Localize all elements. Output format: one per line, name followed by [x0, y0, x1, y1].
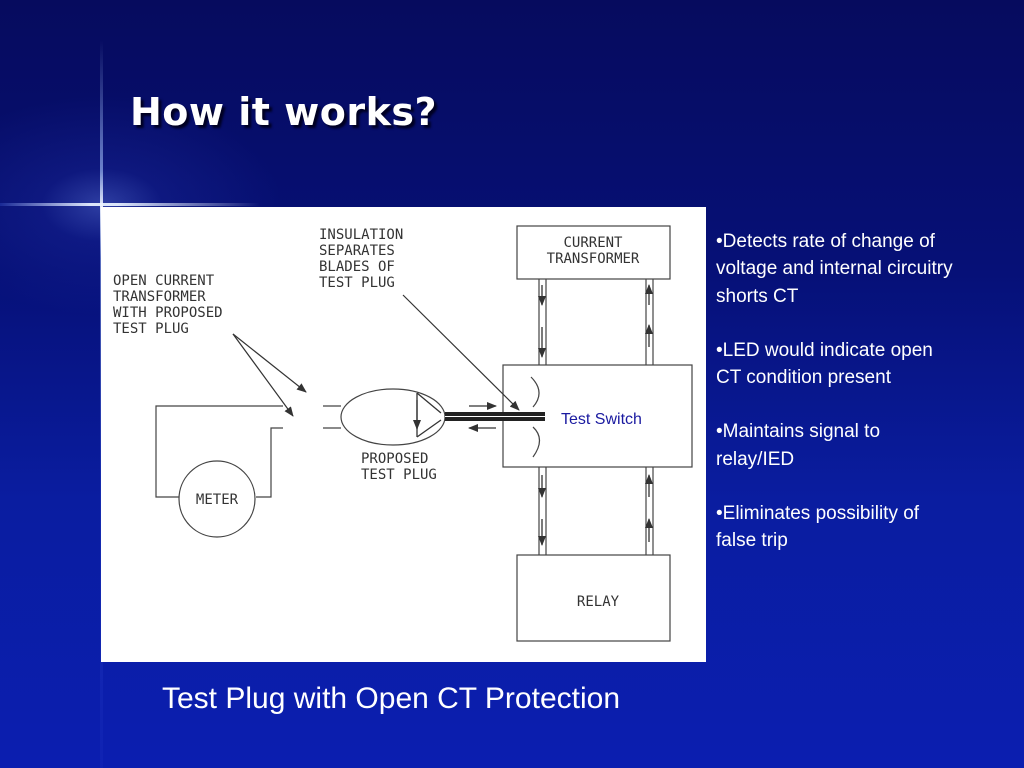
proposed-test-plug-label: PROPOSED TEST PLUG: [361, 451, 437, 483]
svg-text:INSULATION: INSULATION: [319, 227, 403, 243]
svg-text:TEST PLUG: TEST PLUG: [361, 467, 437, 483]
slide-title: How it works?: [130, 90, 438, 134]
bullet-list: •Detects rate of change of voltage and i…: [716, 228, 956, 582]
figure-caption: Test Plug with Open CT Protection: [162, 682, 620, 715]
open-ct-label: OPEN CURRENT TRANSFORMER WITH PROPOSED T…: [113, 273, 223, 337]
test-plug-diagram: CURRENT TRANSFORMER Test Switch RELAY: [101, 207, 706, 662]
bullet-item: •LED would indicate open CT condition pr…: [716, 339, 933, 389]
insulation-label: INSULATION SEPARATES BLADES OF TEST PLUG: [319, 227, 403, 291]
relay-box: [516, 554, 671, 642]
svg-text:TEST PLUG: TEST PLUG: [113, 321, 189, 337]
bullet-item: •Eliminates possibility of false trip: [716, 503, 920, 552]
bullet-item: •Maintains signal to relay/IED: [716, 421, 881, 470]
current-transformer-box: [516, 225, 671, 280]
light-flare-horizontal: [0, 203, 260, 206]
svg-text:SEPARATES: SEPARATES: [319, 243, 395, 259]
test-plug-body: [340, 388, 446, 446]
svg-text:TEST PLUG: TEST PLUG: [319, 275, 395, 291]
test-switch-label: Test Switch: [561, 411, 642, 428]
svg-text:PROPOSED: PROPOSED: [361, 451, 428, 467]
bullet-item: •Detects rate of change of voltage and i…: [716, 231, 953, 307]
current-transformer-label-2: TRANSFORMER: [547, 251, 640, 267]
svg-text:WITH PROPOSED: WITH PROPOSED: [113, 305, 223, 321]
current-transformer-label-1: CURRENT: [563, 235, 623, 251]
meter-label: METER: [196, 492, 239, 508]
meter-circle: [178, 460, 256, 538]
svg-text:OPEN CURRENT: OPEN CURRENT: [113, 273, 215, 289]
relay-label: RELAY: [577, 594, 620, 610]
svg-text:TRANSFORMER: TRANSFORMER: [113, 289, 206, 305]
diagram-svg: CURRENT TRANSFORMER Test Switch RELAY: [113, 225, 693, 642]
svg-text:BLADES OF: BLADES OF: [319, 259, 395, 275]
